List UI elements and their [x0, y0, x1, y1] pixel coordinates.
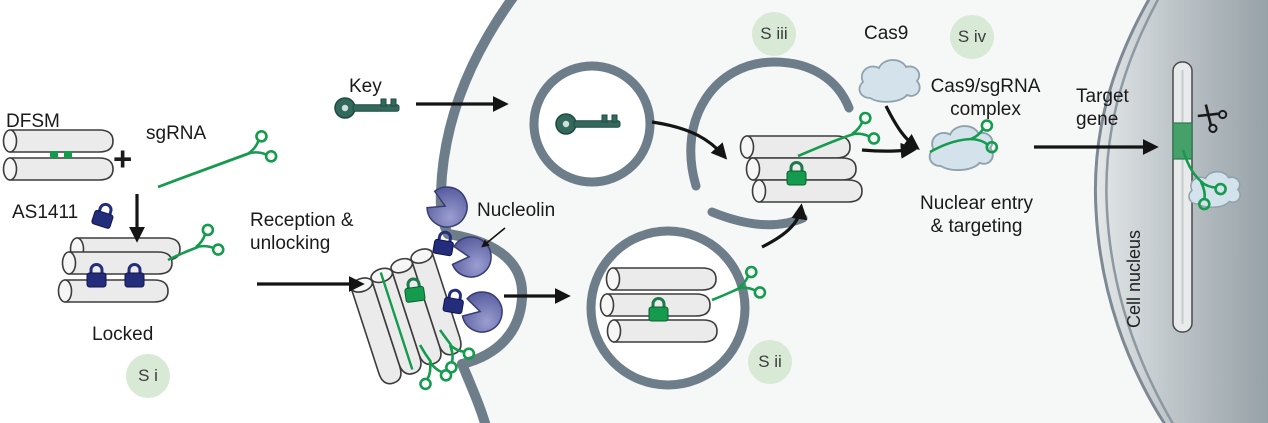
label-nucleolin: Nucleolin — [477, 200, 556, 221]
as1411-lock-icon — [89, 200, 118, 231]
sgrna-tail-icon — [414, 329, 479, 392]
cell-nucleus-region — [1093, 0, 1268, 423]
stage-badge-s1: S i — [126, 354, 170, 398]
sgrna-tail-icon — [711, 263, 768, 304]
key-icon — [334, 97, 400, 119]
label-reception-unlocking: Reception & unlocking — [250, 209, 354, 255]
key-vesicle — [529, 61, 655, 187]
label-cas9: Cas9 — [864, 23, 909, 44]
label-locked: Locked — [92, 324, 154, 345]
sgrna-at-gene-icon — [1181, 149, 1231, 213]
stage-badge-s4: S iv — [950, 15, 994, 59]
label-line: Target — [1076, 86, 1129, 107]
label-line: gene — [1076, 109, 1119, 130]
label-nuclear-entry: Nuclear entry & targeting — [894, 192, 1059, 238]
label-line: unlocking — [250, 233, 331, 254]
label-line: & targeting — [930, 216, 1023, 237]
sgrna-release-icon — [797, 109, 882, 158]
hybridization-site — [64, 151, 72, 158]
dfsm-cylinders — [2, 129, 114, 181]
target-gene-segment — [1172, 122, 1193, 160]
sgrna-icon — [157, 127, 279, 189]
label-line: Cas9/sgRNA — [930, 76, 1041, 97]
nucleolin-icon — [458, 287, 508, 338]
label-cas9-sgrna-complex: Cas9/sgRNA complex — [903, 75, 1068, 121]
endocytosis-bundle — [348, 229, 479, 392]
blue-lock-icon — [441, 287, 467, 316]
nucleolin-pointer-arrow — [481, 227, 506, 248]
locked-dfsm-structure — [57, 221, 226, 303]
label-line: complex — [950, 99, 1021, 120]
cargo-vesicle — [586, 226, 768, 390]
hybridization-site — [50, 151, 58, 158]
arrow-key-to-vesicle — [651, 120, 728, 160]
label-line: Reception & — [250, 210, 354, 231]
flow-arrows — [129, 96, 1159, 304]
chromosome — [1172, 61, 1193, 333]
label-cell-nucleus: Cell nucleus — [1124, 229, 1144, 328]
stage-badge-s3: S iii — [752, 12, 796, 56]
plus-sign: + — [113, 140, 133, 177]
arrow-sgrna-release — [861, 142, 917, 159]
arrow-cas9-binding — [884, 105, 920, 150]
cas9-sgrna-complex-icon — [928, 118, 999, 171]
label-key: Key — [349, 76, 382, 97]
label-line: Nuclear entry — [920, 193, 1033, 214]
arrow-vesicle-escape — [761, 203, 808, 249]
label-target-gene: Target gene — [1076, 85, 1129, 131]
label-sgrna: sgRNA — [146, 123, 207, 144]
label-dfsm: DFSM — [6, 111, 60, 132]
label-as1411: AS1411 — [12, 202, 79, 223]
unlocked-structure — [739, 109, 882, 203]
sgrna-tail-icon — [167, 221, 226, 263]
stage-badge-s2: S ii — [748, 340, 792, 384]
